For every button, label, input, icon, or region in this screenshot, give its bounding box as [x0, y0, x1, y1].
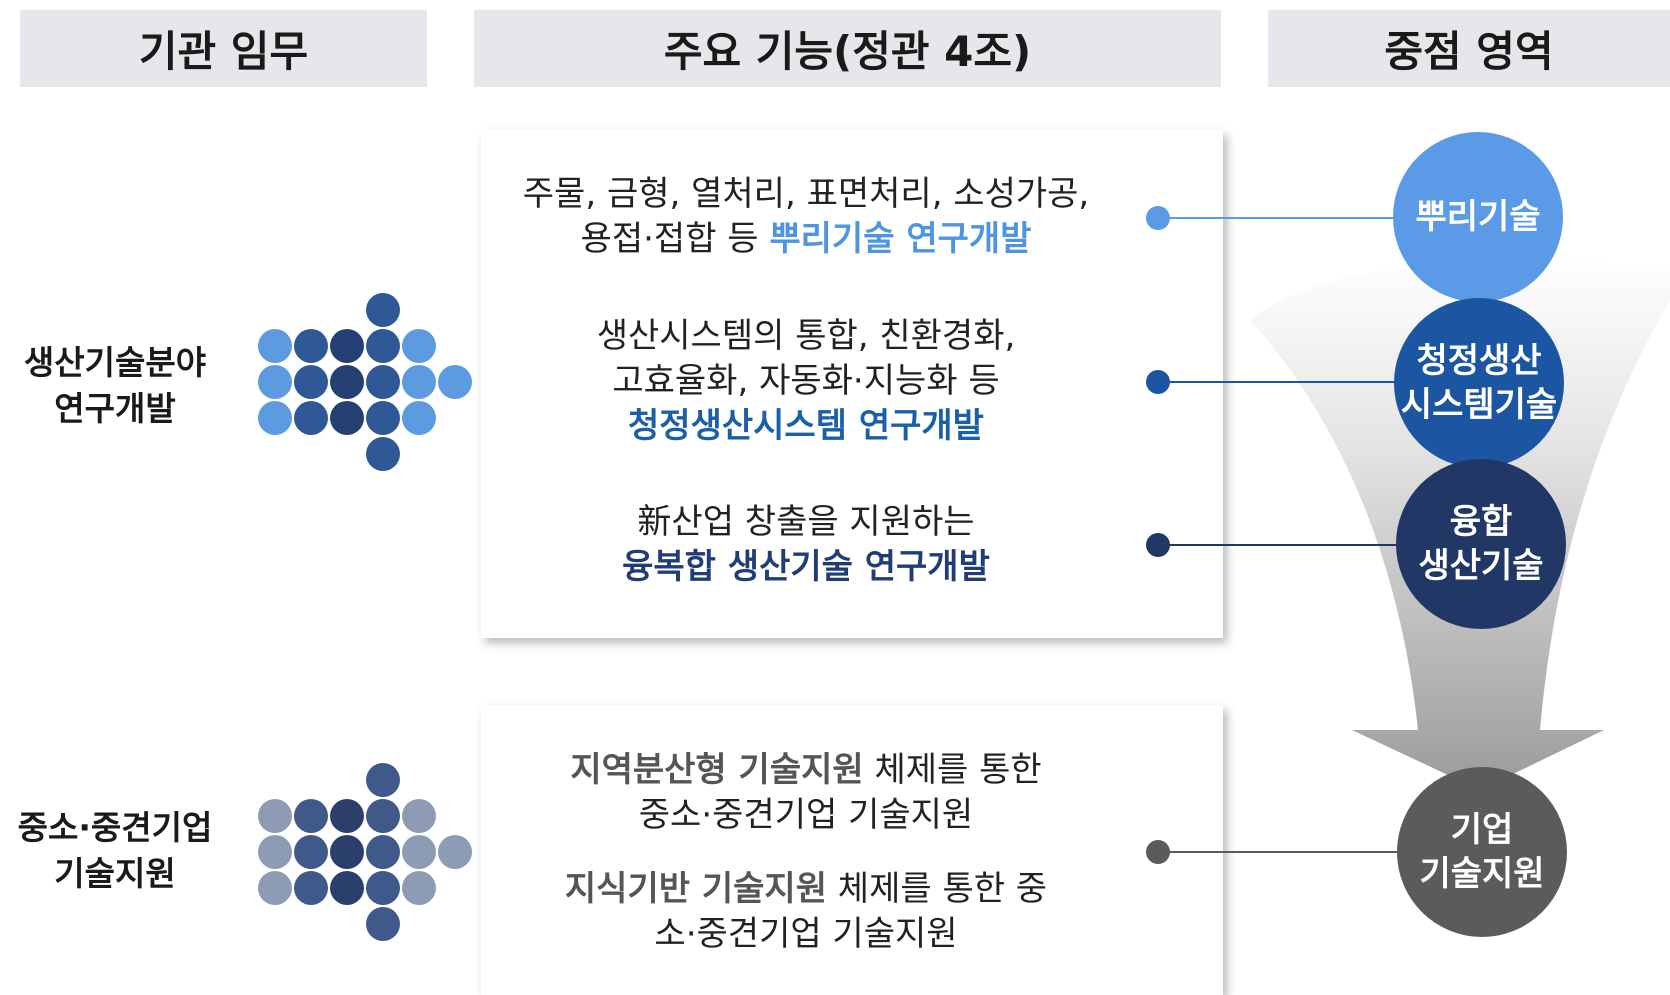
arrow-blue-dot — [438, 365, 472, 399]
header-mission: 기관 임무 — [20, 10, 427, 87]
arrow-grey-dot — [402, 835, 436, 869]
arrow-blue-dot — [330, 329, 364, 363]
function-root-emphasis: 뿌리기술 연구개발 — [769, 219, 1032, 259]
connector-line-sme — [1158, 851, 1403, 853]
arrow-grey-dot — [366, 763, 400, 797]
focus-sme-label1: 기업 — [1450, 810, 1514, 850]
function-clean-production: 생산시스템의 통합, 친환경화, 고효율화, 자동화·지능화 등 청정생산시스템… — [481, 314, 1131, 449]
mission-production-rnd: 생산기술분야 연구개발 — [0, 340, 230, 432]
arrow-blue-dot — [366, 401, 400, 435]
function-root-tech: 주물, 금형, 열처리, 표면처리, 소성가공, 용접·접합 등 뿌리기술 연구… — [481, 172, 1131, 262]
functions-box-top — [481, 130, 1223, 638]
arrow-blue-dot — [330, 401, 364, 435]
arrow-grey-dot — [330, 871, 364, 905]
arrow-blue-dot — [366, 365, 400, 399]
arrow-grey-dot — [294, 799, 328, 833]
focus-circle-sme: 기업 기술지원 — [1397, 767, 1567, 937]
connector-dot-root — [1146, 206, 1170, 230]
function-root-line2: 용접·접합 등 뿌리기술 연구개발 — [580, 219, 1032, 259]
function-knowledge-line2: 소·중견기업 기술지원 — [654, 914, 958, 954]
arrow-blue-dot — [294, 401, 328, 435]
arrow-blue-dot — [258, 365, 292, 399]
arrow-grey-dot — [330, 799, 364, 833]
arrow-blue-dot — [366, 329, 400, 363]
functions-box-bottom — [481, 705, 1223, 995]
arrow-grey-dot — [366, 907, 400, 941]
function-convergence-line1: 新산업 창출을 지원하는 — [637, 502, 975, 542]
function-regional-support: 지역분산형 기술지원 체제를 통한 중소·중견기업 기술지원 — [481, 748, 1131, 838]
function-knowledge-support: 지식기반 기술지원 체제를 통한 중 소·중견기업 기술지원 — [481, 867, 1131, 957]
arrow-blue-dot — [366, 293, 400, 327]
function-root-line1: 주물, 금형, 열처리, 표면처리, 소성가공, — [522, 174, 1090, 214]
arrow-grey-dot — [258, 799, 292, 833]
arrow-blue-dot — [258, 401, 292, 435]
focus-circle-clean: 청정생산 시스템기술 — [1394, 298, 1564, 468]
arrow-grey-dot — [438, 835, 472, 869]
function-knowledge-emphasis: 지식기반 기술지원 — [564, 869, 827, 909]
arrow-grey-dot — [402, 799, 436, 833]
connector-dot-sme — [1146, 840, 1170, 864]
arrow-blue-dot — [258, 329, 292, 363]
arrow-blue-dot — [402, 401, 436, 435]
focus-circle-convergence: 융합 생산기술 — [1396, 459, 1566, 629]
arrow-grey-dot — [366, 835, 400, 869]
mission-production-line2: 연구개발 — [54, 389, 176, 428]
connector-line-clean — [1158, 381, 1403, 383]
focus-circle-root: 뿌리기술 — [1393, 132, 1563, 302]
arrow-grey-dot — [366, 871, 400, 905]
arrow-blue-dot — [330, 365, 364, 399]
connector-line-root — [1158, 217, 1403, 219]
function-regional-line2: 중소·중견기업 기술지원 — [638, 795, 974, 835]
arrow-grey-dot — [258, 871, 292, 905]
arrow-grey-dot — [330, 835, 364, 869]
arrow-blue-dot — [366, 437, 400, 471]
arrow-blue-dot — [402, 329, 436, 363]
mission-sme-line2: 기술지원 — [54, 854, 176, 893]
mission-production-line1: 생산기술분야 — [23, 343, 207, 382]
connector-line-convergence — [1158, 544, 1403, 546]
function-clean-line1: 생산시스템의 통합, 친환경화, — [596, 316, 1016, 356]
focus-convergence-label2: 생산기술 — [1418, 546, 1544, 586]
focus-clean-label2: 시스템기술 — [1400, 385, 1558, 425]
function-regional-line1: 지역분산형 기술지원 체제를 통한 — [570, 750, 1042, 790]
mission-sme-support: 중소·중견기업 기술지원 — [0, 805, 230, 897]
function-clean-line2: 고효율화, 자동화·지능화 등 — [612, 361, 1000, 401]
header-focus: 중점 영역 — [1268, 10, 1670, 87]
mission-sme-line1: 중소·중견기업 — [17, 808, 213, 847]
arrow-grey-dot — [294, 871, 328, 905]
focus-sme-label2: 기술지원 — [1419, 854, 1545, 894]
function-knowledge-line1: 지식기반 기술지원 체제를 통한 중 — [564, 869, 1048, 909]
header-functions: 주요 기능(정관 4조) — [474, 10, 1221, 87]
connector-dot-clean — [1146, 370, 1170, 394]
function-regional-emphasis: 지역분산형 기술지원 — [570, 750, 864, 790]
arrow-dots-grey — [258, 763, 472, 941]
focus-clean-label1: 청정생산 — [1416, 341, 1542, 381]
function-convergence: 新산업 창출을 지원하는 융복합 생산기술 연구개발 — [481, 500, 1131, 590]
arrow-blue-dot — [294, 365, 328, 399]
arrow-blue-dot — [402, 365, 436, 399]
arrow-dots-blue — [258, 293, 472, 471]
arrow-grey-dot — [402, 871, 436, 905]
focus-convergence-label1: 융합 — [1449, 502, 1513, 542]
arrow-grey-dot — [366, 799, 400, 833]
connector-dot-convergence — [1146, 533, 1170, 557]
arrow-grey-dot — [294, 835, 328, 869]
focus-root-label: 뿌리기술 — [1415, 197, 1541, 237]
function-clean-emphasis: 청정생산시스템 연구개발 — [628, 406, 984, 446]
arrow-blue-dot — [294, 329, 328, 363]
function-convergence-emphasis: 융복합 생산기술 연구개발 — [622, 547, 990, 587]
arrow-grey-dot — [258, 835, 292, 869]
